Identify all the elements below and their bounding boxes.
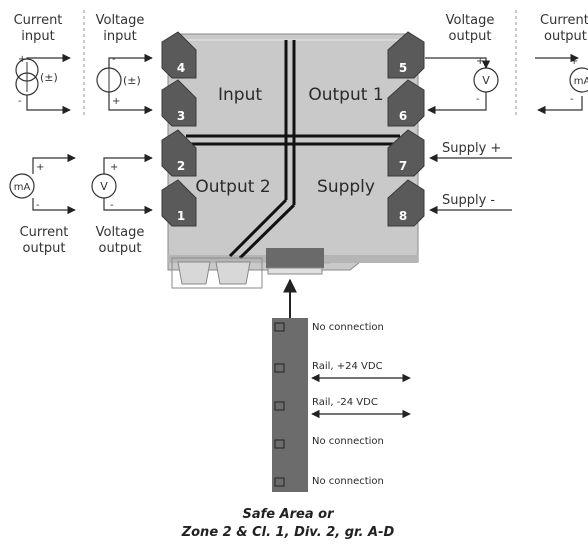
terminal-8: 8 [387,179,425,227]
voltage-source-icon [96,67,122,93]
vo-wire-bottom [103,198,153,215]
svg-text:3: 3 [177,109,185,123]
vor-plus: + [476,56,484,67]
voltage-source-pm: (±) [123,74,141,87]
ma-meter-label: mA [14,182,31,193]
terminal-1: 1 [161,179,197,227]
svg-text:6: 6 [399,109,407,123]
block-input: Input [218,85,262,105]
vor-minus: - [476,94,480,105]
vo-minus: - [110,200,114,211]
caption-line-1: Safe Area or [242,507,335,522]
ci-plus: + [18,54,26,65]
rail-strip [272,318,308,492]
terminal-3: 3 [161,79,197,127]
vo-wire-top [103,153,153,174]
vi-wire-bottom [108,92,153,115]
terminal-6: 6 [387,79,425,127]
rail-contacts [274,322,285,487]
svg-text:1: 1 [177,209,185,223]
rail-contact-2: Rail, +24 VDC [312,361,383,372]
current-input-label: Current [14,13,63,28]
svg-text:2: 2 [177,159,185,173]
supply-minus-label: Supply - [442,193,495,208]
voltage-output-right-label-2: output [449,29,492,44]
rail-contact-5: No connection [312,476,384,487]
block-supply: Supply [317,177,375,197]
voltage-output-left-label-2: output [99,241,142,256]
vi-wire-top [108,53,153,68]
ma-meter-icon [9,173,35,199]
terminal-7: 7 [387,129,425,177]
current-output-right-label-2: output [544,29,587,44]
ci-wire-bottom [26,95,71,115]
co-plus: + [36,162,44,173]
svg-text:5: 5 [399,61,407,75]
current-output-right-label: Current [540,13,588,28]
rail-contact-1: No connection [312,322,384,333]
bus-connector [266,248,324,275]
co-wire-top [32,153,76,174]
cor-minus: - [570,94,574,105]
vo-plus: + [110,162,118,173]
terminal-5: 5 [387,31,425,79]
voltage-input-label: Voltage [96,13,145,28]
rail-contact-4: No connection [312,436,384,447]
volt-meter-right-label: V [482,74,490,87]
ci-wire-top [26,53,71,63]
current-output-left-label-2: output [23,241,66,256]
ma-meter-right-label: mA [574,76,588,87]
svg-text:4: 4 [177,61,185,75]
cor-wire-bottom [537,96,583,115]
current-input-label-2: input [21,29,54,44]
ci-minus: - [18,96,22,107]
din-clip [171,257,263,289]
co-minus: - [36,200,40,211]
block-output1: Output 1 [308,85,383,105]
svg-text:7: 7 [399,159,407,173]
voltage-output-right-label: Voltage [446,13,495,28]
terminal-4: 4 [161,31,197,79]
volt-meter-label: V [100,180,108,193]
vi-plus: + [112,96,120,107]
voltage-output-left-label: Voltage [96,225,145,240]
supply-plus-label: Supply + [442,141,501,156]
voltage-input-label-2: input [103,29,136,44]
vor-wire-bottom [427,92,487,115]
co-wire-bottom [32,198,76,215]
module-dividers [186,40,400,260]
vi-minus: - [112,54,116,65]
svg-text:8: 8 [399,209,407,223]
current-output-left-label: Current [20,225,69,240]
block-output2: Output 2 [195,177,270,197]
rail-contact-3: Rail, -24 VDC [312,397,378,408]
ma-meter-right-icon [569,67,588,93]
terminal-2: 2 [161,129,197,177]
caption-line-2: Zone 2 & Cl. 1, Div. 2, gr. A-D [181,525,395,540]
vor-wire-top [425,57,491,69]
current-source-pm: (±) [40,71,58,84]
